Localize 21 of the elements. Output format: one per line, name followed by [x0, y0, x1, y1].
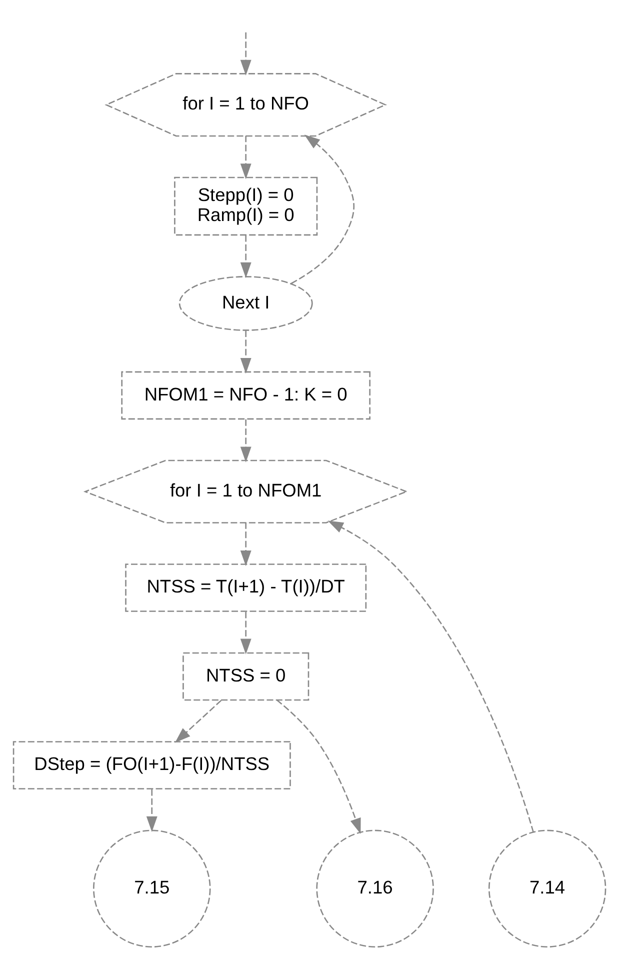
- node-circle: 7.15: [93, 830, 211, 948]
- arrow: [240, 522, 252, 566]
- arrow: [240, 32, 252, 76]
- arrow: [174, 700, 222, 743]
- node-box: NTSS = 0: [182, 652, 310, 701]
- arrow: [240, 330, 252, 374]
- node-box: NTSS = T(I+1) - T(I))/DT: [125, 564, 367, 612]
- arrow: [240, 136, 252, 180]
- arrow: [328, 520, 534, 832]
- arrow: [276, 700, 361, 834]
- node-ellipse: Next I: [178, 276, 313, 331]
- node-box: Stepp(I) = 0 Ramp(I) = 0: [174, 176, 318, 236]
- node-box: DStep = (FO(I+1)-F(I))/NTSS: [12, 741, 291, 790]
- arrow: [146, 789, 158, 832]
- node-box: NFOM1 = NFO - 1: K = 0: [121, 371, 370, 420]
- arrow: [240, 419, 252, 462]
- arrow: [240, 612, 252, 654]
- arrow: [290, 134, 354, 284]
- arrow: [240, 235, 252, 278]
- node-circle: 7.14: [488, 830, 606, 948]
- node-circle: 7.16: [316, 830, 434, 948]
